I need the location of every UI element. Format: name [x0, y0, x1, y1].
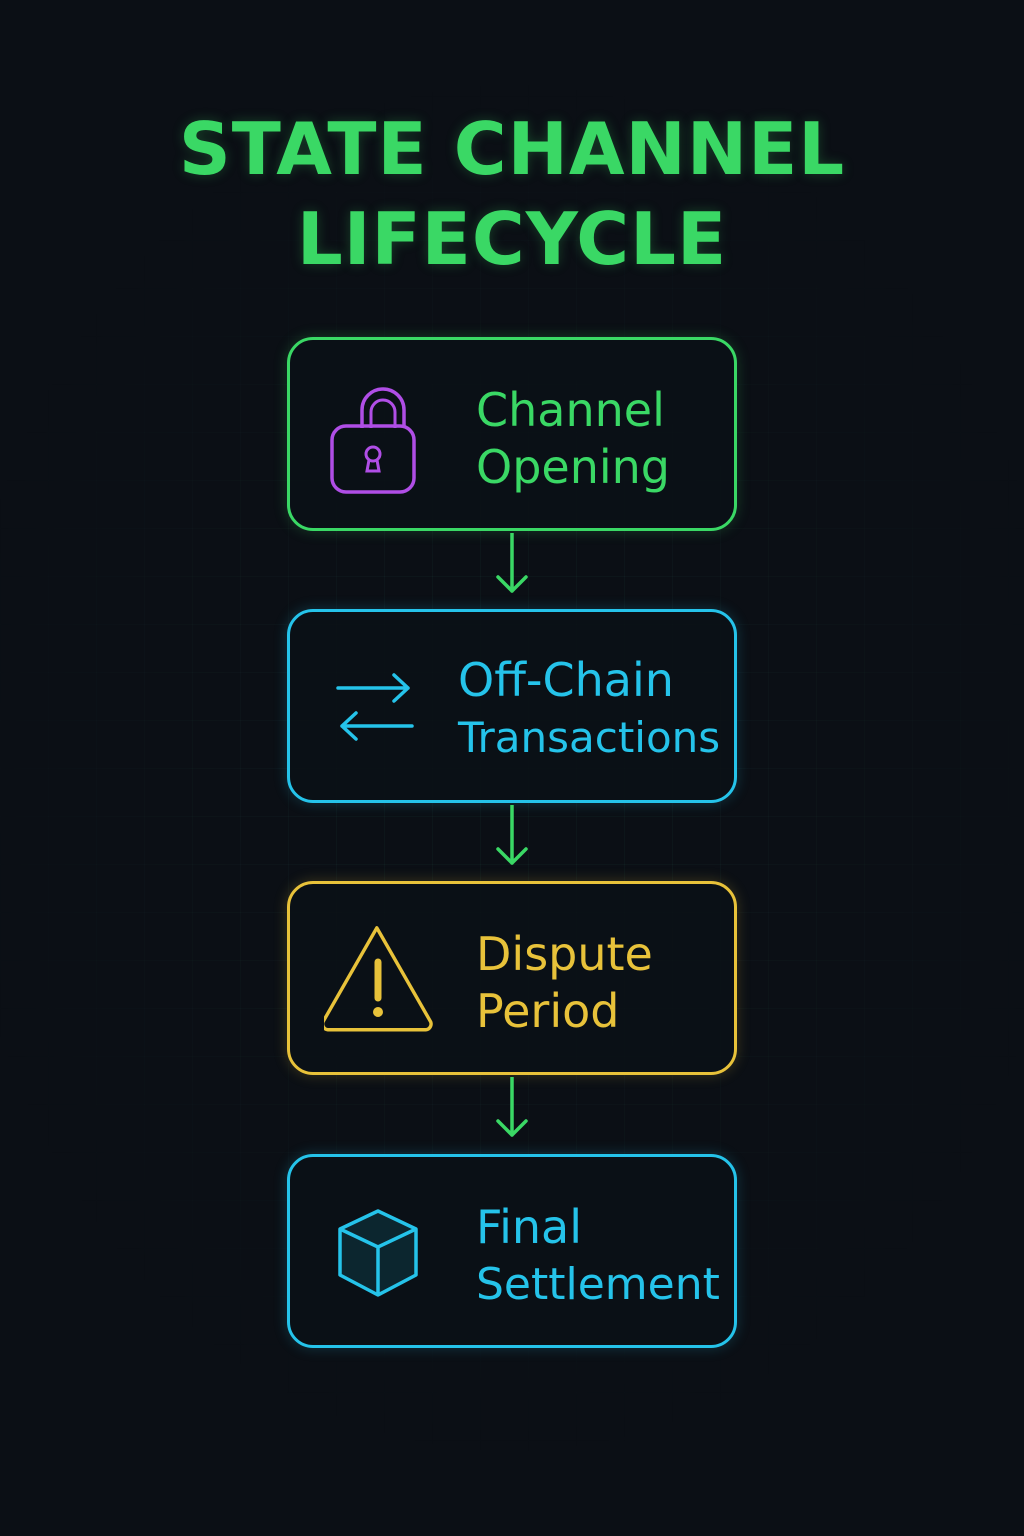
stage-off-chain-transactions: Off-Chain Transactions — [287, 609, 737, 803]
stage-4-line-1: Final — [476, 1200, 583, 1254]
stage-1-line-2: Opening — [476, 440, 670, 494]
swap-arrows-icon — [336, 673, 414, 741]
stage-1-line-1: Channel — [476, 383, 665, 437]
connector-arrow-1 — [496, 533, 528, 593]
stage-4-line-2: Settlement — [476, 1259, 720, 1310]
stage-dispute-period: Dispute Period — [287, 881, 737, 1075]
stage-label-channel-opening: Channel Opening — [476, 382, 670, 496]
connector-arrow-3 — [496, 1077, 528, 1137]
stage-label-dispute-period: Dispute Period — [476, 926, 653, 1040]
stage-label-off-chain-transactions: Off-Chain Transactions — [458, 652, 720, 766]
stage-final-settlement: Final Settlement — [287, 1154, 737, 1348]
stage-channel-opening: Channel Opening — [287, 337, 737, 531]
diagram-title: STATE CHANNEL LIFECYCLE — [0, 104, 1024, 284]
title-line-2: LIFECYCLE — [296, 197, 728, 281]
stage-3-line-2: Period — [476, 984, 620, 1038]
padlock-icon — [330, 387, 416, 494]
stage-label-final-settlement: Final Settlement — [476, 1199, 720, 1313]
stage-2-line-2: Transactions — [458, 713, 721, 762]
cube-icon — [338, 1209, 418, 1297]
connector-arrow-2 — [496, 805, 528, 865]
title-line-1: STATE CHANNEL — [178, 107, 846, 191]
stage-3-line-1: Dispute — [476, 927, 653, 981]
warning-icon — [324, 926, 433, 1032]
stage-2-line-1: Off-Chain — [458, 653, 674, 707]
